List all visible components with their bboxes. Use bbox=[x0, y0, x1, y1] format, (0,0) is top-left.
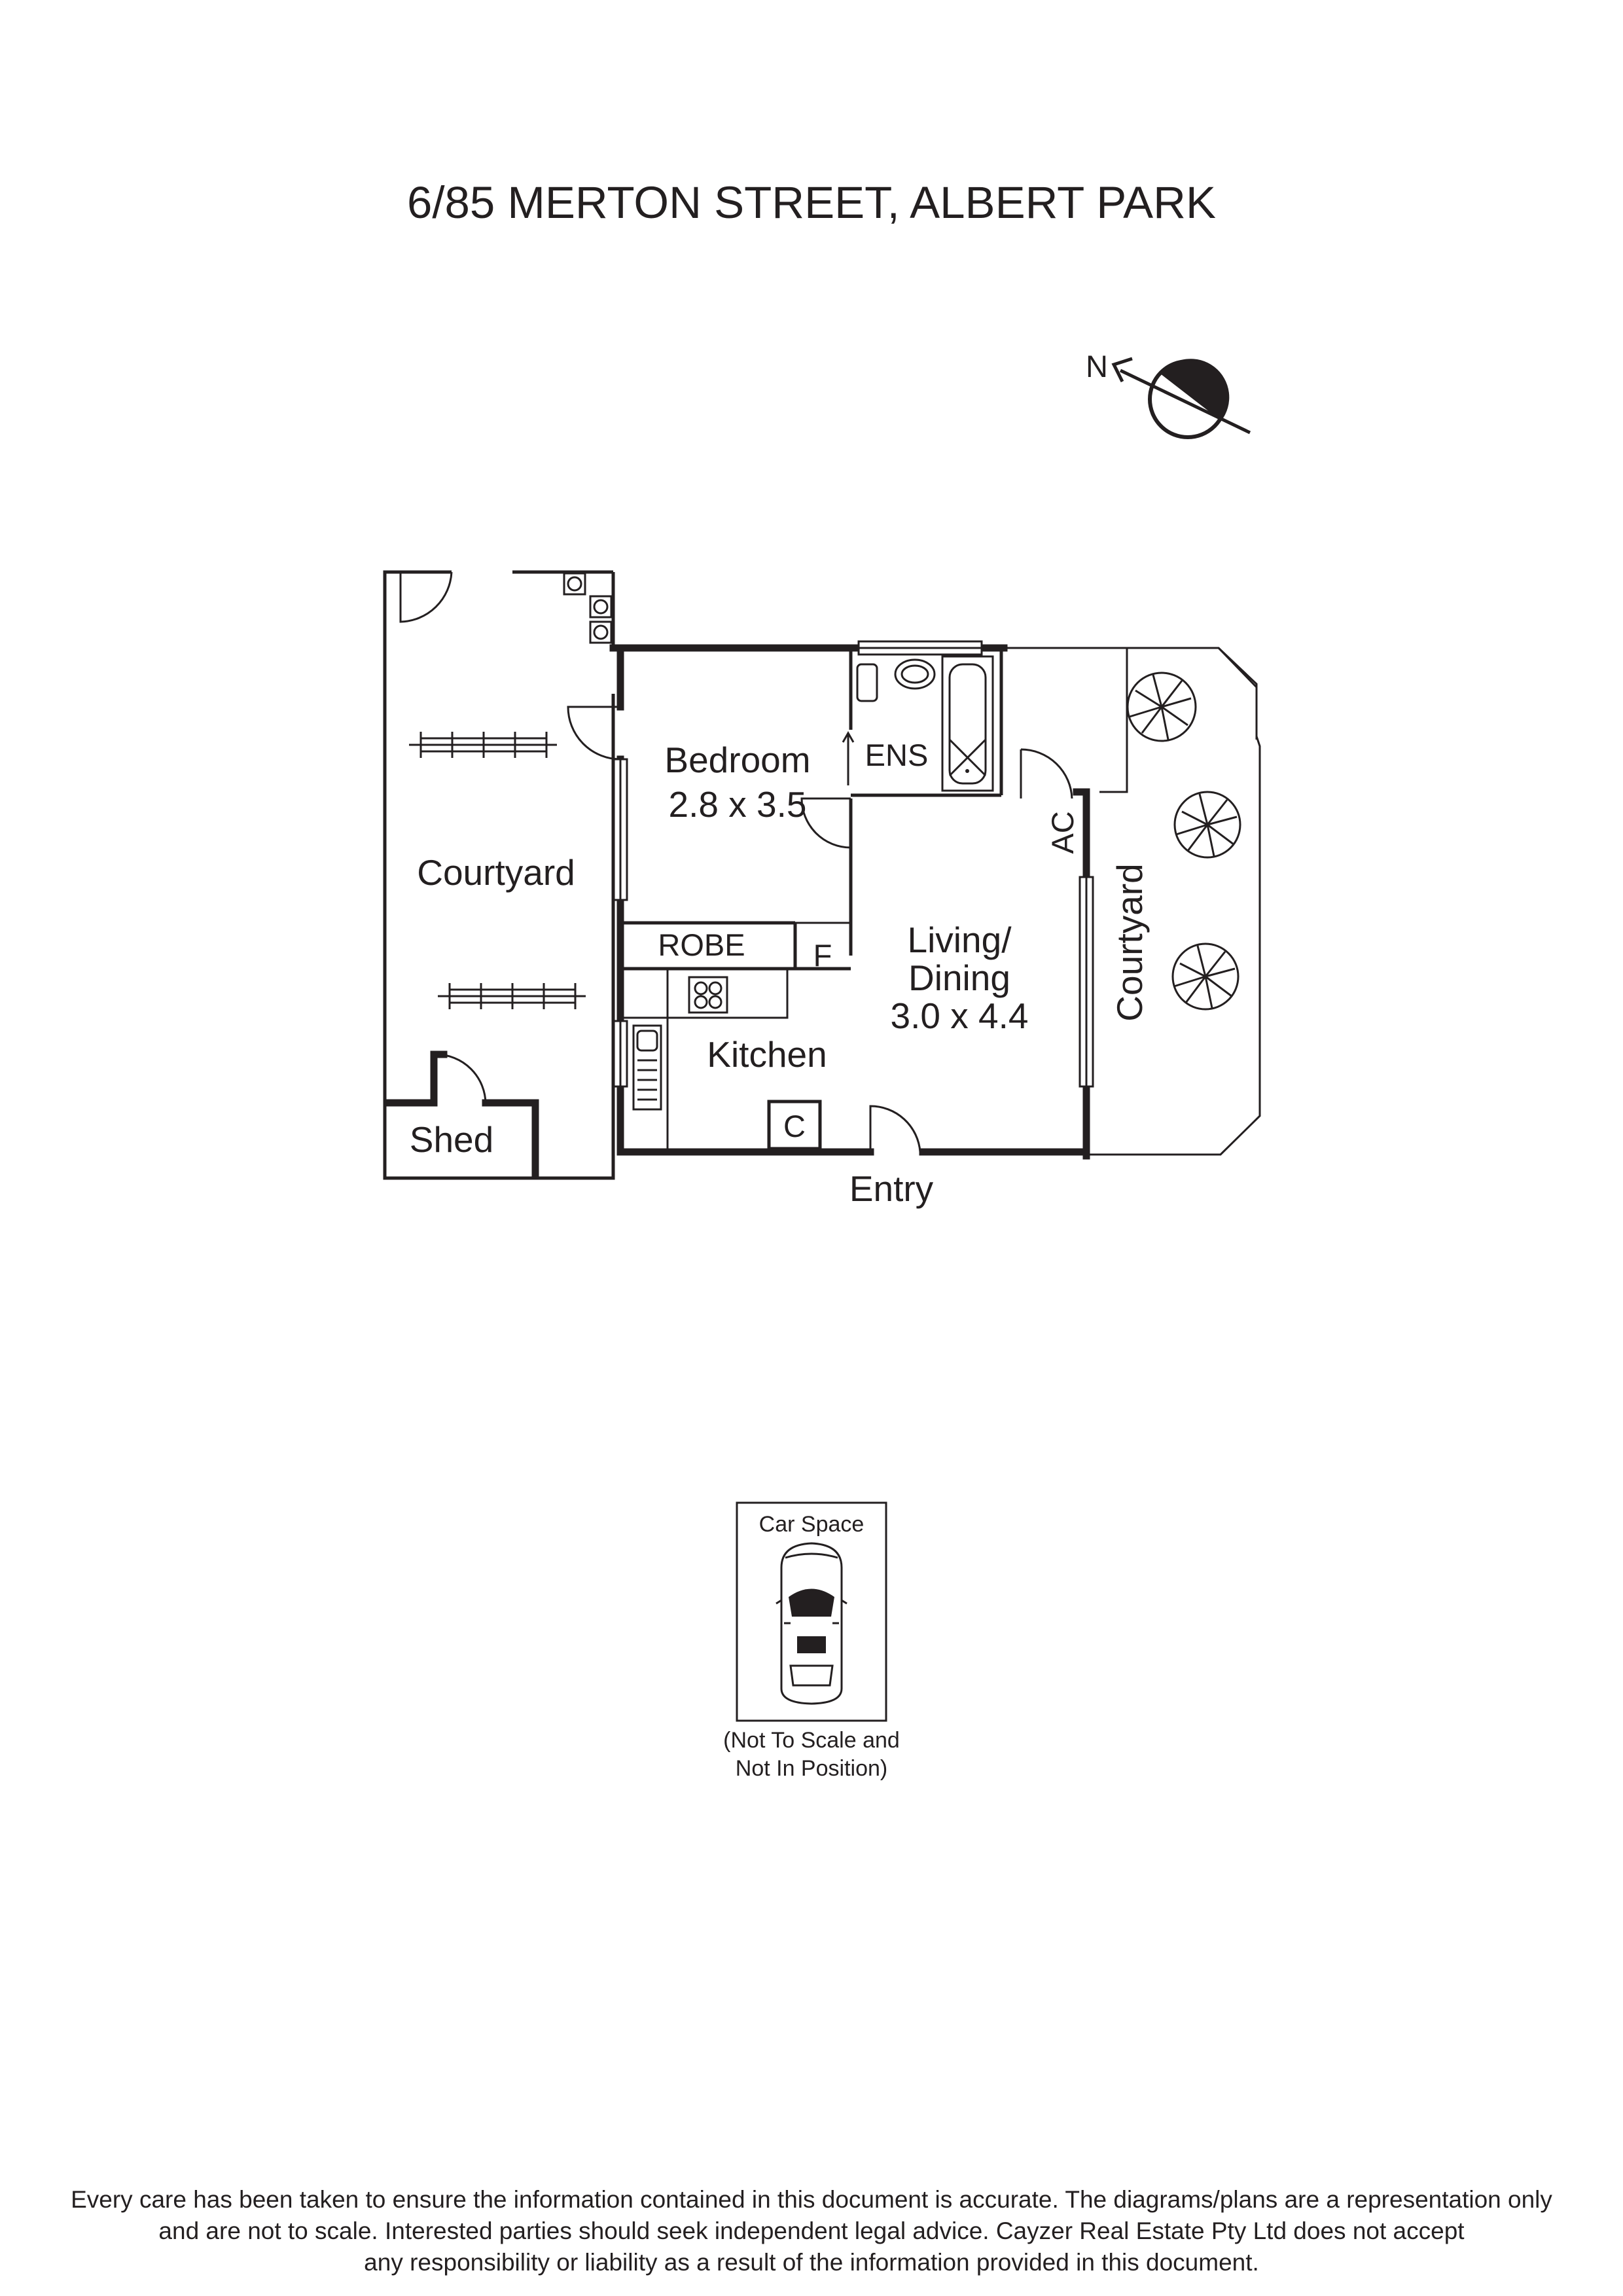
living-label-line1: Living/ bbox=[908, 920, 1012, 960]
living-size: 3.0 x 4.4 bbox=[891, 996, 1029, 1036]
shed-label: Shed bbox=[410, 1119, 493, 1160]
sink-icon bbox=[632, 1024, 662, 1111]
ac-label: AC bbox=[1045, 811, 1080, 853]
north-arrow-icon bbox=[1111, 357, 1251, 439]
courtyard-left-label: Courtyard bbox=[417, 852, 575, 893]
car-space-note-line2: Not In Position) bbox=[736, 1756, 887, 1781]
cooktop-icon bbox=[688, 976, 728, 1014]
courtyard-left-area bbox=[383, 570, 615, 1180]
unit-walls bbox=[567, 640, 1094, 1160]
car-space-box bbox=[736, 1501, 887, 1722]
kitchen-label: Kitchen bbox=[707, 1034, 827, 1075]
courtyard-right-area bbox=[1004, 647, 1261, 1156]
disclaimer-line2: and are not to scale. Interested parties… bbox=[158, 2217, 1465, 2244]
bench-icon bbox=[438, 983, 586, 1009]
tree-icon bbox=[1171, 942, 1240, 1011]
living-label-line2: Dining bbox=[908, 958, 1010, 998]
car-space-note-line1: (Not To Scale and bbox=[723, 1728, 900, 1753]
shower-icon bbox=[941, 655, 994, 792]
toilet-icon bbox=[856, 658, 936, 702]
ens-label: ENS bbox=[865, 738, 929, 772]
tree-icon bbox=[1126, 672, 1197, 742]
fridge-label: F bbox=[813, 938, 832, 973]
courtyard-right-label: Courtyard bbox=[1109, 863, 1150, 1021]
north-label: N bbox=[1086, 349, 1108, 384]
bench-icon bbox=[409, 732, 557, 758]
car-icon bbox=[776, 1542, 847, 1705]
page-title: 6/85 MERTON STREET, ALBERT PARK bbox=[407, 177, 1216, 228]
cupboard-label: C bbox=[783, 1109, 806, 1143]
disclaimer-line3: any responsibility or liability as a res… bbox=[364, 2249, 1259, 2276]
disclaimer-line1: Every care has been taken to ensure the … bbox=[71, 2186, 1552, 2213]
bedroom-size: 2.8 x 3.5 bbox=[669, 784, 807, 825]
robe-label: ROBE bbox=[658, 927, 745, 962]
entry-label: Entry bbox=[849, 1168, 934, 1209]
tree-icon bbox=[1173, 791, 1241, 859]
bedroom-label: Bedroom bbox=[664, 740, 810, 780]
car-space-label: Car Space bbox=[759, 1512, 865, 1537]
